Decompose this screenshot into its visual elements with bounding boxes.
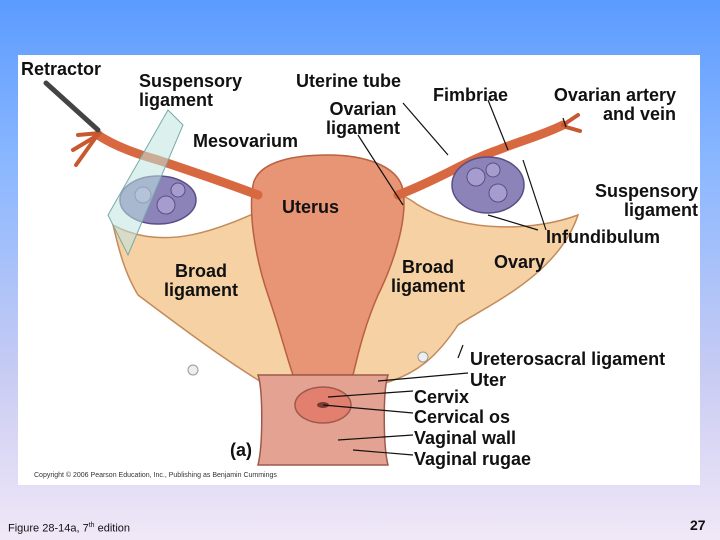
label-ureterosacral-ligament: Ureterosacral ligament [470, 349, 666, 369]
label-vaginal-rugae: Vaginal rugae [414, 449, 532, 469]
caption-suffix: edition [94, 522, 131, 535]
caption-prefix: Figure 28-14a, 7 [8, 522, 89, 535]
caption-superscript: th [88, 522, 95, 529]
label-cervix: Cervix [414, 387, 470, 407]
leader-lines [322, 99, 567, 456]
label-suspensory-ligament-right: Suspensory ligament [594, 181, 698, 220]
label-ovarian-artery-vein: Ovarian artery and vein [553, 85, 676, 124]
left-fimbriae [71, 131, 102, 167]
page-number: 27 [690, 517, 706, 533]
label-uter: Uter [470, 370, 507, 390]
label-broad-ligament-left: Broad ligament [163, 261, 238, 300]
uterus-shape [250, 154, 405, 376]
right-fimbriae [561, 113, 582, 133]
label-ovary: Ovary [494, 252, 546, 272]
label-suspensory-ligament-left: Suspensory ligament [139, 71, 243, 110]
label-vaginal-wall: Vaginal wall [414, 428, 517, 448]
label-mesovarium: Mesovarium [193, 131, 299, 151]
label-cervical-os: Cervical os [414, 407, 511, 427]
figure-panel: Retractor Suspensory ligament Uterine tu… [18, 55, 700, 485]
left-ureter [187, 364, 199, 376]
label-broad-ligament-right: Broad ligament [390, 257, 465, 296]
figure-caption: Figure 28-14a, 7th edition [8, 522, 130, 535]
retractor-instrument [43, 80, 101, 133]
right-uterine-tube [393, 120, 568, 200]
label-retractor: Retractor [21, 59, 102, 79]
label-fimbriae: Fimbriae [433, 85, 509, 105]
cut-plane [107, 109, 184, 257]
female-reproductive-anatomy-illustration [43, 80, 582, 466]
label-infundibulum: Infundibulum [546, 227, 660, 247]
copyright-notice: Copyright © 2006 Pearson Education, Inc.… [34, 472, 277, 479]
label-uterine-tube: Uterine tube [296, 71, 402, 91]
right-ureter [417, 351, 429, 363]
label-panel-a: (a) [230, 440, 252, 460]
label-ovarian-ligament: Ovarian ligament [325, 99, 400, 138]
label-uterus: Uterus [282, 197, 340, 217]
